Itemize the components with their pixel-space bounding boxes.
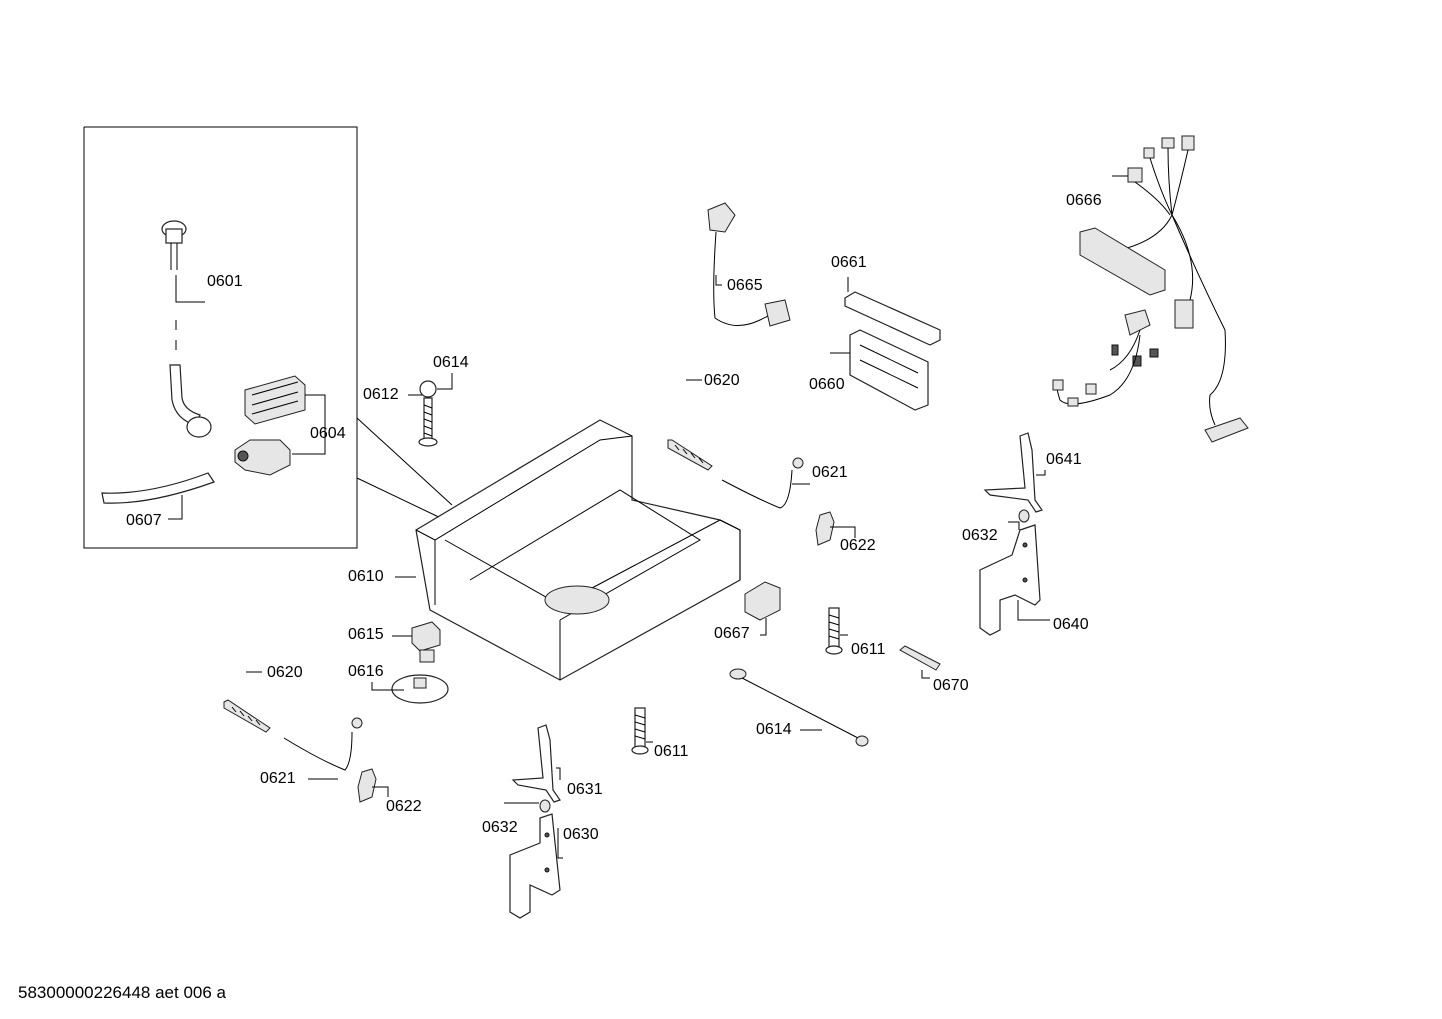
part-0641-hinge-upper[interactable] (983, 432, 1043, 513)
callout-0611-right: 0611 (851, 641, 886, 658)
part-0616-float-disk[interactable] (391, 649, 449, 704)
callout-0665: 0665 (727, 277, 763, 294)
callout-0632-center: 0632 (482, 819, 518, 836)
callout-0640: 0640 (1053, 616, 1089, 633)
callout-0620-upper: 0620 (704, 372, 740, 389)
callout-0612: 0612 (363, 386, 399, 403)
part-0622-clip-lower[interactable] (357, 768, 377, 803)
part-0620-spring-upper[interactable] (667, 439, 713, 471)
part-0667-bracket[interactable] (744, 581, 781, 621)
part-0632-bushing-center[interactable] (539, 799, 551, 813)
callout-0604: 0604 (310, 425, 346, 442)
leader-0601 (175, 275, 205, 303)
part-0621-cable-upper[interactable] (721, 457, 804, 509)
part-0610-base-tub[interactable] (415, 419, 741, 681)
document-code: 58300000226448 aet 006 a (18, 983, 226, 1002)
part-0621-cable-lower[interactable] (283, 717, 363, 771)
leader-0616 (371, 682, 404, 691)
part-0670-clip[interactable] (899, 645, 941, 671)
callout-0670: 0670 (933, 677, 969, 694)
part-0615-switch[interactable] (411, 621, 441, 652)
callout-0661: 0661 (831, 254, 867, 271)
callout-0621-lower: 0621 (260, 770, 296, 787)
leader-0604 (292, 394, 326, 455)
part-0640-hinge-lower[interactable] (979, 524, 1041, 636)
callout-0641: 0641 (1046, 451, 1082, 468)
part-0630-hinge-lower-center[interactable] (509, 813, 561, 919)
callout-0614-top: 0614 (433, 354, 469, 371)
part-0604-pump-assembly[interactable] (234, 375, 306, 476)
leader-0640 (1017, 600, 1050, 621)
callout-0667: 0667 (714, 625, 750, 642)
leader-0665 (715, 275, 722, 286)
callout-0614-rod: 0614 (756, 721, 792, 738)
leader-0667 (760, 618, 767, 636)
part-0632-bushing-right[interactable] (1018, 509, 1030, 523)
part-0661-cover-strip[interactable] (844, 291, 941, 346)
leader-0631 (556, 767, 561, 780)
callout-0621-upper: 0621 (812, 464, 848, 481)
part-0660-housing[interactable] (849, 329, 929, 411)
callout-0611-center: 0611 (654, 743, 689, 760)
part-0620-spring-lower[interactable] (223, 699, 271, 733)
part-0614-cap[interactable] (419, 380, 437, 398)
callout-0610: 0610 (348, 568, 384, 585)
callout-0631: 0631 (567, 781, 603, 798)
leader-0670 (921, 670, 930, 679)
part-0612-screw-foot[interactable] (418, 397, 438, 447)
part-0631-hinge-upper-center[interactable] (511, 724, 561, 803)
callout-0622-lower: 0622 (386, 798, 422, 815)
leader-0641 (1036, 470, 1046, 476)
callout-0615: 0615 (348, 626, 384, 643)
callout-0632-right: 0632 (962, 527, 998, 544)
callout-0601: 0601 (207, 273, 243, 290)
part-0611-foot-screw-center[interactable] (631, 707, 649, 755)
leader-0632-right (1008, 521, 1020, 530)
part-0665-power-cord[interactable] (707, 202, 791, 327)
part-0614-rod[interactable] (729, 668, 869, 747)
callout-0607: 0607 (126, 512, 162, 529)
leader-0622-upper (830, 526, 856, 538)
callout-0616: 0616 (348, 663, 384, 680)
part-0611-foot-screw-right[interactable] (825, 607, 843, 655)
part-0601-hose[interactable] (161, 220, 212, 438)
callout-0666: 0666 (1066, 192, 1102, 209)
part-0666-wiring-harness[interactable] (1052, 135, 1249, 443)
part-0607-hose-section[interactable] (101, 472, 215, 504)
inset-frame (83, 126, 453, 549)
part-0622-clip-upper[interactable] (815, 511, 835, 546)
callout-0622-upper: 0622 (840, 537, 876, 554)
leader-0622-lower (372, 786, 389, 797)
leader-0614-top (437, 373, 453, 390)
callout-0630: 0630 (563, 826, 599, 843)
leader-0607 (168, 495, 183, 520)
callout-0660: 0660 (809, 376, 845, 393)
callout-0620-lower: 0620 (267, 664, 303, 681)
leader-0630 (557, 828, 563, 859)
